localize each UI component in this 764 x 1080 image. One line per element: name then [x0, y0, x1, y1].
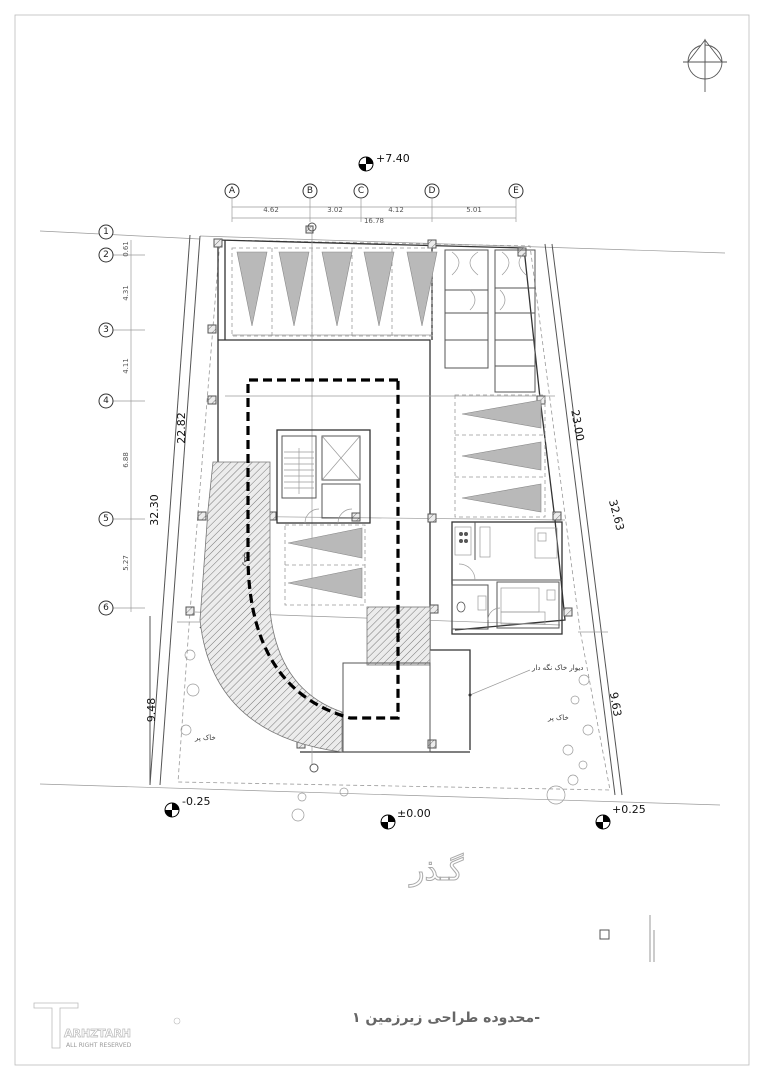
grid-bubble-4: 4	[98, 393, 114, 409]
parking-spots-center	[284, 524, 366, 606]
svg-text:E: E	[513, 186, 519, 196]
svg-text:D: D	[429, 186, 436, 196]
level-marker-center: ±0.00	[380, 807, 431, 830]
col-dim-2: 3.02	[327, 206, 343, 214]
col-dim-total: 16.78	[364, 217, 384, 225]
dim-right-inner: 23.00	[568, 409, 586, 442]
tree-symbols	[180, 649, 594, 822]
sheet-border	[14, 14, 750, 1066]
parking-spots-right	[454, 394, 546, 518]
retaining-wall-label: دیوار خاک نگه دار	[531, 663, 583, 672]
site-boundary	[39, 234, 726, 806]
logo-rights: ALL RIGHT RESERVED	[66, 1042, 132, 1049]
dim-left-inner: 22.82	[175, 412, 188, 444]
street-label: گـذر	[408, 853, 464, 888]
logo-name: ARHZTARH	[64, 1027, 131, 1040]
retaining-wall-note: دیوار خاک نگه دار	[468, 663, 583, 697]
level-marker-right: +0.25	[595, 803, 646, 830]
grid-bubble-5: 5	[98, 511, 114, 527]
svg-text:B: B	[307, 186, 313, 196]
fill-left-label: خاک پر	[194, 734, 216, 742]
level-center-label: ±0.00	[397, 807, 431, 820]
dim-left-bottom: 9.48	[145, 698, 158, 723]
design-boundary-line	[246, 378, 400, 720]
svg-text:2: 2	[103, 250, 109, 260]
level-marker-left: -0.25	[164, 795, 210, 818]
grid-bubble-1: 1	[98, 224, 114, 240]
grid-bubble-3: 3	[98, 322, 114, 338]
row-dim-1: 0.61	[122, 241, 130, 257]
level-left-label: -0.25	[182, 795, 210, 808]
service-rooms	[451, 521, 563, 635]
svg-text:6: 6	[103, 603, 109, 613]
col-dim-4: 5.01	[466, 206, 482, 214]
grid-bubble-e: E	[508, 183, 524, 199]
section-marks	[307, 222, 319, 773]
grid-bubble-b: B	[302, 183, 318, 199]
parking-spots-top	[231, 247, 438, 337]
row-grid: 1 2 3 4 5 6 0.61 4.31 4.11 6.88 5.27	[39, 224, 201, 616]
north-arrow-icon	[683, 38, 727, 92]
row-dim-2: 4.31	[122, 285, 130, 301]
level-marker-top: +7.40	[358, 152, 410, 172]
svg-text:C: C	[358, 186, 364, 196]
legend-marks	[599, 915, 655, 962]
logo: ARHZTARH ALL RIGHT RESERVED	[33, 1002, 181, 1049]
dim-left-outer: 32.30	[148, 494, 161, 526]
grid-bubble-6: 6	[98, 600, 114, 616]
drawing-title: محدوده طراحی زیرزمین ۱-	[352, 1010, 540, 1026]
stair-core	[276, 429, 371, 524]
fill-right-label: خاک پر	[547, 714, 569, 722]
structural-columns	[185, 225, 573, 749]
grid-bubble-c: C	[353, 183, 369, 199]
grid-bubble-2: 2	[98, 247, 114, 263]
col-dim-3: 4.12	[388, 206, 404, 214]
ramp-label: رمپ	[242, 552, 250, 566]
svg-text:5: 5	[103, 514, 109, 524]
svg-text:A: A	[229, 186, 236, 196]
level-top-label: +7.40	[376, 152, 410, 165]
grid-bubble-d: D	[424, 183, 440, 199]
curved-ramp: رمپ رمپ	[199, 461, 431, 753]
ramp-label-2: رمپ	[396, 624, 404, 638]
svg-text:3: 3	[103, 325, 109, 335]
col-dim-1: 4.62	[263, 206, 279, 214]
row-dim-4: 6.88	[122, 452, 130, 468]
level-right-label: +0.25	[612, 803, 646, 816]
row-dim-3: 4.11	[122, 358, 130, 374]
grid-bubble-a: A	[224, 183, 240, 199]
dim-right-bottom: 9.63	[607, 691, 624, 717]
storage-units	[444, 249, 536, 393]
svg-text:4: 4	[103, 396, 109, 406]
dim-right-outer: 32.63	[606, 498, 627, 532]
column-grid: A B C D E 4.62 3.02 4.12 5.01 16.78	[224, 183, 524, 225]
row-dim-5: 5.27	[122, 555, 130, 571]
svg-text:1: 1	[103, 227, 109, 237]
